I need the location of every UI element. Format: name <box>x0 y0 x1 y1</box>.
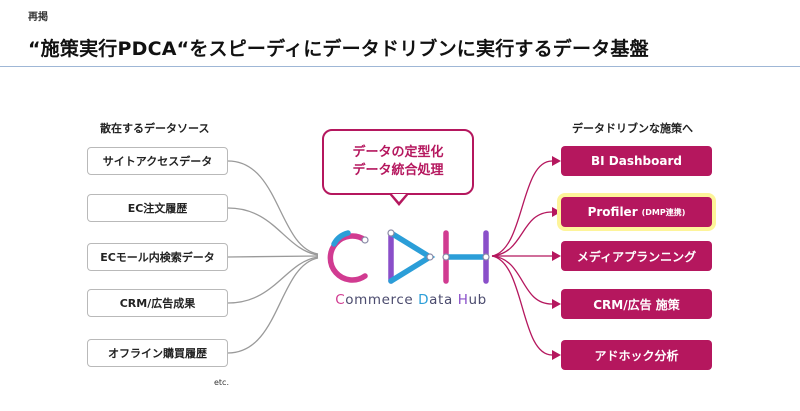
connector-dest-4 <box>491 255 553 305</box>
callout-line-1: データの定型化 <box>352 145 444 161</box>
processing-callout: データの定型化 データ統合処理 <box>322 129 474 195</box>
hub-letter-c <box>327 233 368 283</box>
sources-footnote: etc. <box>214 378 229 387</box>
arrowhead-5 <box>552 350 561 360</box>
arrowhead-1 <box>552 156 561 166</box>
sources-heading: 散在するデータソース <box>100 122 210 135</box>
action-bi-dashboard: BI Dashboard <box>561 146 712 176</box>
arrowhead-4 <box>552 299 561 309</box>
callout-tail <box>389 194 409 206</box>
source-crm-ads: CRM/広告成果 <box>87 289 228 317</box>
hub-logo <box>327 230 489 284</box>
connector-dest-2 <box>491 211 553 257</box>
connector-dest-1 <box>491 160 553 257</box>
actions-heading: データドリブンな施策へ <box>572 122 693 135</box>
callout-line-2: データ統合処理 <box>352 163 444 178</box>
action-adhoc-analysis: アドホック分析 <box>561 340 712 370</box>
action-profiler: Profiler(DMP連携) <box>561 197 712 227</box>
connector-source-5 <box>227 257 319 354</box>
source-site-access: サイトアクセスデータ <box>87 147 228 175</box>
kicker-label: 再掲 <box>28 12 48 23</box>
action-media-planning: メディアプランニング <box>561 241 712 271</box>
arrowhead-3 <box>552 251 561 261</box>
connector-source-2 <box>227 207 319 256</box>
source-ec-mall-search: ECモール内検索データ <box>87 243 228 271</box>
arrowhead-2 <box>552 207 561 217</box>
title-divider <box>0 66 800 67</box>
connector-dest-5 <box>491 255 553 356</box>
source-ec-orders: EC注文履歴 <box>87 194 228 222</box>
hub-letter-d <box>388 230 436 284</box>
source-offline-purchases: オフライン購買履歴 <box>87 339 228 367</box>
page-title: “施策実行PDCA“をスピーディにデータドリブンに実行するデータ基盤 <box>28 38 649 60</box>
action-crm-ads: CRM/広告 施策 <box>561 289 712 319</box>
connector-source-4 <box>227 256 319 304</box>
hub-name: Commerce Data Hub <box>335 292 487 308</box>
connector-source-3 <box>227 255 319 258</box>
connector-source-1 <box>227 160 319 255</box>
hub-nodes <box>361 229 490 261</box>
